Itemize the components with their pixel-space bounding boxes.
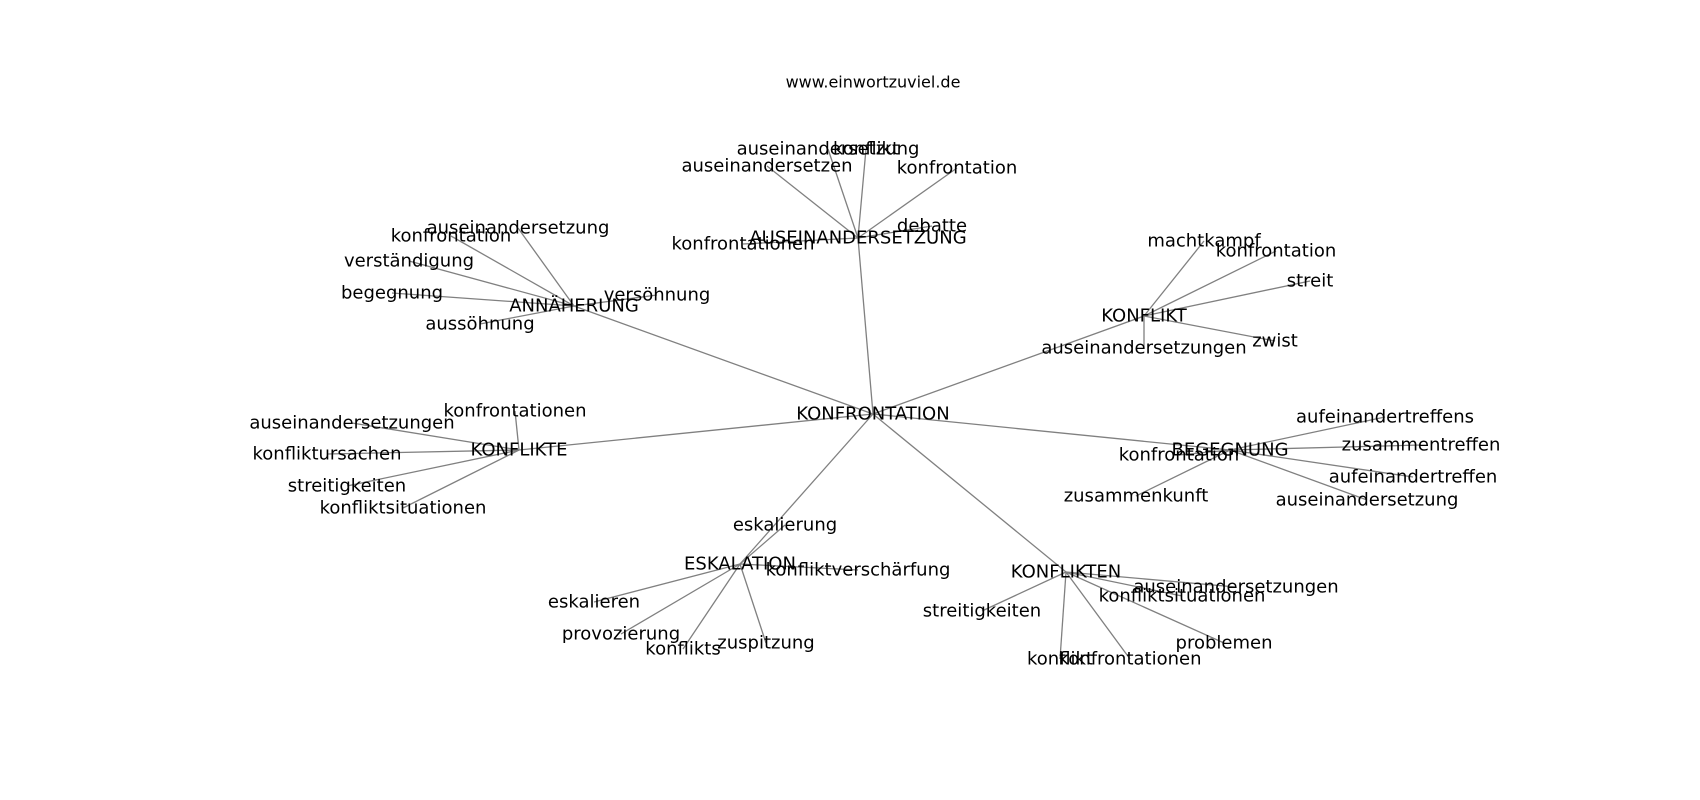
leaf-edge — [1065, 571, 1225, 644]
leaf-node-label: provozierung — [562, 624, 680, 645]
hub-node-label: KONFLIKTEN — [1011, 562, 1121, 583]
leaf-node-label: konfrontationen — [671, 234, 814, 255]
leaf-edge — [739, 563, 767, 644]
leaf-node-label: auseinandersetzung — [1276, 490, 1459, 511]
leaf-edge — [1143, 240, 1205, 317]
leaf-node-label: auseinandersetzungen — [1133, 577, 1338, 598]
leaf-edge — [351, 422, 520, 451]
site-title: www.einwortzuviel.de — [786, 73, 961, 92]
leaf-node-label: zusammentreffen — [1342, 435, 1501, 456]
leaf-node-label: zusammenkunft — [1064, 486, 1209, 507]
leaf-node-label: zwist — [1252, 331, 1298, 352]
leaf-node-label: auseinandersetzungen — [249, 413, 454, 434]
leaf-node-label: konflikt — [1027, 649, 1093, 670]
root-edge — [872, 413, 1067, 573]
leaf-edge — [1229, 449, 1414, 478]
leaf-edge — [1065, 571, 1131, 660]
leaf-edge — [1229, 449, 1368, 501]
root-node-label: KONFRONTATION — [796, 404, 949, 425]
hub-node-label: KONFLIKT — [1101, 306, 1188, 327]
leaf-edge — [391, 292, 575, 307]
leaf-edge — [739, 524, 786, 565]
leaf-node-label: zuspitzung — [717, 633, 814, 654]
leaf-node-label: konfrontation — [897, 158, 1018, 179]
leaf-edge — [514, 410, 520, 451]
leaf-edge — [1059, 571, 1067, 660]
leaf-node-label: konfrontation — [1216, 241, 1337, 262]
leaf-edge — [857, 167, 958, 239]
leaf-node-label: konfliktursachen — [252, 444, 401, 465]
leaf-edge — [573, 294, 658, 307]
leaf-edge — [857, 225, 933, 239]
edge-layer — [326, 148, 1422, 660]
leaf-node-label: konfrontation — [1119, 445, 1240, 466]
root-edge — [739, 413, 874, 565]
leaf-edge — [1143, 280, 1311, 317]
root-edge — [573, 305, 874, 415]
root-edge — [857, 237, 874, 415]
leaf-edge — [1229, 444, 1422, 451]
leaf-edge — [827, 148, 859, 239]
leaf-node-label: streitigkeiten — [923, 601, 1041, 622]
root-edge — [872, 315, 1145, 415]
leaf-node-label: konfrontationen — [443, 401, 586, 422]
leaf-node-label: verständigung — [344, 251, 474, 272]
leaf-node-label: streit — [1287, 271, 1334, 292]
leaf-node-label: konfrontation — [391, 226, 512, 247]
leaf-node-label: versöhnung — [604, 285, 711, 306]
hub-node-label: ANNÄHERUNG — [509, 296, 639, 317]
leaf-edge — [739, 563, 859, 571]
leaf-edge — [1229, 416, 1386, 451]
leaf-node-label: begegnung — [341, 283, 443, 304]
leaf-node-label: konfliktverschärfung — [766, 560, 951, 581]
leaf-node-label: auseinandersetzungen — [1041, 338, 1246, 359]
leaf-node-label: konfliktsituationen — [320, 498, 487, 519]
leaf-node-label: problemen — [1176, 633, 1273, 654]
leaf-edge — [593, 563, 741, 603]
hub-node-label: ESKALATION — [684, 554, 796, 575]
leaf-node-label: konflikt — [833, 139, 899, 160]
leaf-edge — [766, 165, 859, 239]
label-layer: KONFRONTATION AUSEINANDERSETZUNG auseinand… — [249, 139, 1500, 670]
hub-node-label: AUSEINANDERSETZUNG — [749, 228, 966, 249]
leaf-node-label: aufeinandertreffens — [1296, 407, 1474, 428]
leaf-edge — [1065, 571, 1183, 597]
leaf-node-label: machtkampf — [1147, 231, 1261, 252]
leaf-edge — [402, 449, 520, 509]
hub-node-label: KONFLIKTE — [471, 440, 568, 461]
root-edge — [518, 413, 874, 451]
leaf-edge — [1143, 315, 1276, 342]
leaf-edge — [517, 227, 575, 307]
leaf-node-label: konfrontationen — [1058, 649, 1201, 670]
leaf-edge — [1143, 250, 1277, 317]
leaf-edge — [620, 563, 741, 635]
leaf-edge — [326, 449, 520, 455]
leaf-node-label: auseinandersetzung — [427, 218, 610, 239]
leaf-node-label: aussöhnung — [425, 314, 534, 335]
leaf-node-label: eskalierung — [733, 515, 837, 536]
leaf-node-label: aufeinandertreffen — [1329, 467, 1498, 488]
leaf-node-label: konfliktsituationen — [1099, 586, 1266, 607]
leaf-node-label: konflikts — [645, 639, 720, 660]
leaf-edge — [981, 571, 1067, 612]
leaf-edge — [742, 237, 859, 245]
leaf-node-label: auseinandersetzen — [681, 156, 852, 177]
leaf-edge — [346, 449, 520, 487]
leaf-edge — [1065, 571, 1237, 588]
leaf-node-label: streitigkeiten — [288, 476, 406, 497]
leaf-edge — [450, 235, 575, 307]
leaf-edge — [408, 260, 575, 307]
leaf-edge — [682, 563, 741, 650]
leaf-edge — [1178, 449, 1231, 456]
leaf-edge — [1135, 449, 1231, 497]
leaf-node-label: debatte — [897, 216, 967, 237]
root-edge — [872, 413, 1231, 451]
leaf-node-label: eskalieren — [548, 592, 640, 613]
leaf-node-label: auseinandersetzung — [737, 139, 920, 160]
hub-node-label: BEGEGNUNG — [1171, 440, 1288, 461]
leaf-edge — [479, 305, 575, 325]
leaf-edge — [857, 148, 867, 239]
